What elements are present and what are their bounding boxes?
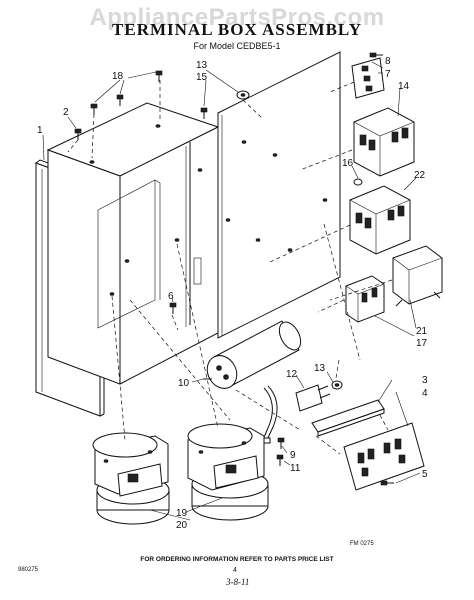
leader-lines bbox=[42, 61, 421, 521]
capacitor-module bbox=[392, 245, 443, 307]
motor-unit-left bbox=[92, 432, 170, 525]
callout-16: 16 bbox=[342, 158, 354, 169]
screw-parts bbox=[74, 52, 394, 486]
callout-15: 15 bbox=[196, 72, 208, 83]
ordering-note: FOR ORDERING INFORMATION REFER TO PARTS … bbox=[140, 556, 334, 563]
callout-8: 8 bbox=[385, 56, 391, 67]
callout-21: 21 bbox=[416, 326, 428, 337]
model-subtitle: For Model CEDBE5-1 bbox=[193, 41, 281, 51]
mounting-plate bbox=[217, 51, 341, 339]
assembly-lines bbox=[67, 80, 393, 455]
callout-20: 20 bbox=[176, 520, 188, 531]
watermark: AppliancePartsPros.com bbox=[89, 4, 385, 31]
callout-2: 2 bbox=[63, 107, 69, 118]
relay-lower bbox=[349, 185, 411, 255]
capacitor bbox=[203, 320, 302, 389]
callout-6: 6 bbox=[168, 291, 174, 302]
terminal-box bbox=[46, 102, 220, 385]
callout-labels: 1 2 3 4 5 6 7 8 9 10 11 12 13 13 14 15 1… bbox=[37, 56, 428, 531]
switch-component bbox=[295, 384, 331, 412]
callout-13-lower: 13 bbox=[314, 363, 326, 374]
callout-10: 10 bbox=[178, 378, 190, 389]
terminal-board bbox=[311, 399, 425, 491]
callout-17: 17 bbox=[416, 338, 428, 349]
motor-unit-right bbox=[187, 423, 269, 521]
handwritten-note: 3-8-11 bbox=[226, 577, 250, 587]
callout-1: 1 bbox=[37, 125, 43, 136]
callout-3: 3 bbox=[422, 375, 428, 386]
callout-11: 11 bbox=[290, 463, 301, 474]
callout-19: 19 bbox=[176, 508, 188, 519]
callout-7: 7 bbox=[385, 69, 391, 80]
relay-upper bbox=[353, 107, 415, 177]
callout-22: 22 bbox=[414, 170, 426, 181]
callout-18: 18 bbox=[112, 71, 124, 82]
callout-4: 4 bbox=[422, 388, 428, 399]
callout-14: 14 bbox=[398, 81, 410, 92]
callout-5: 5 bbox=[422, 469, 428, 480]
callout-9: 9 bbox=[290, 450, 296, 461]
terminal-block-small bbox=[351, 57, 385, 99]
document-code: 980275 bbox=[18, 567, 39, 573]
figure-code: FM 0275 bbox=[350, 541, 374, 547]
terminal-relay bbox=[345, 275, 385, 323]
callout-12: 12 bbox=[286, 369, 298, 380]
diagram-title: TERMINAL BOX ASSEMBLY bbox=[112, 20, 362, 39]
callout-13-upper: 13 bbox=[196, 60, 208, 71]
page-number: 4 bbox=[233, 567, 237, 574]
